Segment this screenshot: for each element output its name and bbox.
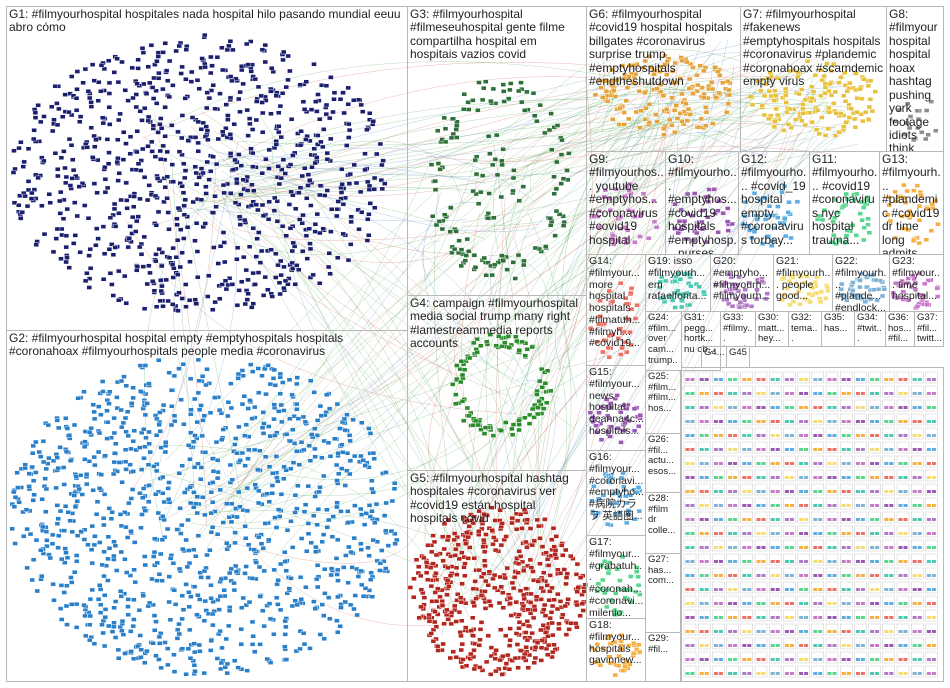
network-graph-canvas: G1: #filmyourhospital hospitales nada ho… — [0, 0, 950, 688]
